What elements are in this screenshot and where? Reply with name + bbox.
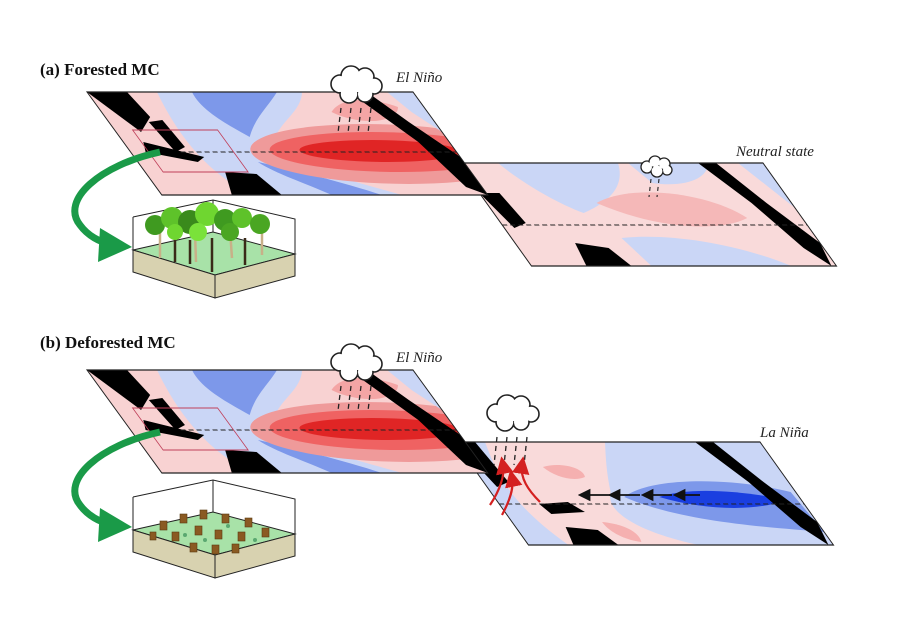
- neutral-state-label: Neutral state: [735, 144, 814, 160]
- el-nino-map-a: [85, 91, 489, 196]
- el-nino-label-b: El Niño: [395, 350, 443, 366]
- tree-stumps: [149, 509, 270, 555]
- forest-zoom-arrow: [71, 148, 161, 262]
- forested-land-box: [131, 199, 297, 299]
- el-nino-map-b: [85, 369, 489, 474]
- cloud-icon: [486, 394, 540, 466]
- tree-canopy: [145, 202, 270, 241]
- cloud-icon: [330, 65, 383, 134]
- panel-a-title: (a) Forested MC: [40, 60, 160, 79]
- cloud-icon: [330, 343, 383, 412]
- el-nino-label-a: El Niño: [395, 70, 443, 86]
- panel-b-title: (b) Deforested MC: [40, 333, 176, 352]
- small-cloud-icon: [640, 155, 673, 198]
- deforested-land-box: [131, 479, 297, 579]
- la-nina-label: La Niña: [759, 425, 809, 441]
- convection-arrows: [489, 456, 541, 516]
- deforested-zoom-arrow: [71, 428, 161, 542]
